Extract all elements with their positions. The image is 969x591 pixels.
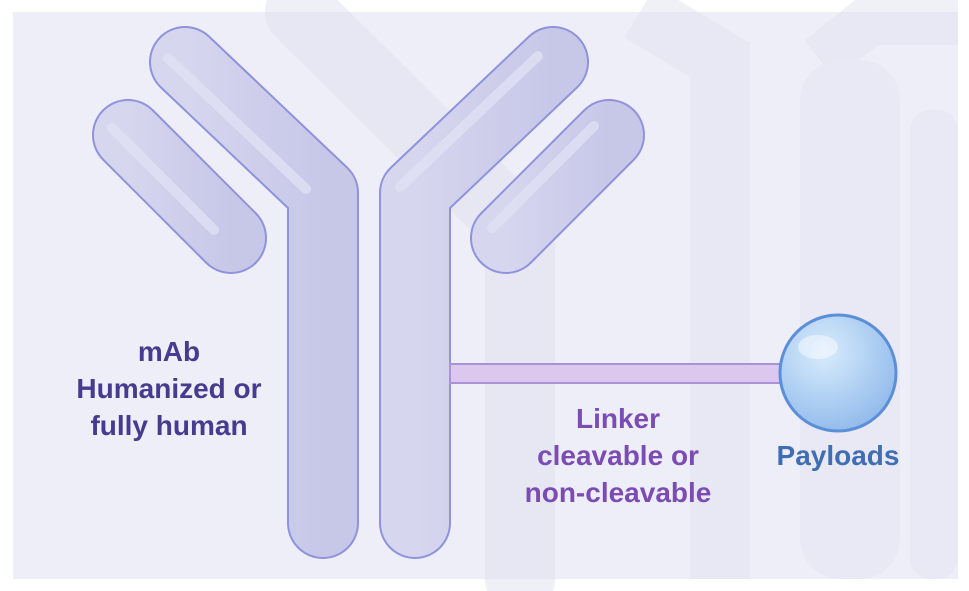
mab-label-line2: Humanized or — [76, 373, 262, 404]
payload-highlight — [798, 335, 838, 359]
linker-label-line3: non-cleavable — [524, 477, 712, 508]
payload-label-line1: Payloads — [776, 440, 900, 471]
antibody — [92, 26, 645, 559]
linker-label: Linker cleavable or non-cleavable — [484, 400, 752, 511]
payload-label: Payloads — [748, 437, 928, 474]
linker-bar — [449, 363, 791, 384]
mab-label: mAb Humanized or fully human — [40, 333, 298, 444]
payload-sphere — [778, 313, 898, 433]
mab-label-line1: mAb — [137, 336, 201, 367]
linker-label-line2: cleavable or — [537, 440, 699, 471]
linker-label-line1: Linker — [575, 403, 661, 434]
mab-label-line3: fully human — [90, 410, 248, 441]
